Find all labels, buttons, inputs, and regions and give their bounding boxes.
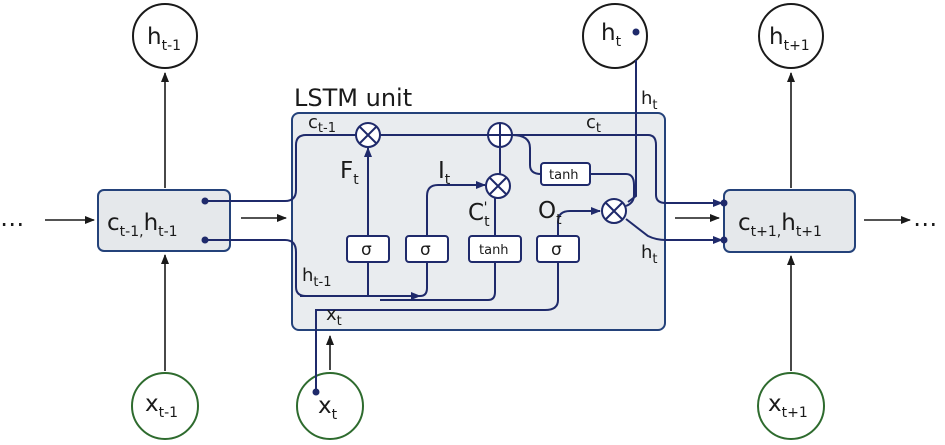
label-F-t: Ft xyxy=(340,158,359,188)
node-h-cur-label: ht xyxy=(601,20,622,50)
multiply-output-op xyxy=(601,198,627,224)
label-C-t: Ct' xyxy=(468,200,490,230)
outer-arrows xyxy=(45,72,911,371)
gate-sigma-forget-label: σ xyxy=(361,240,372,260)
gate-sigma-input xyxy=(405,235,449,263)
node-h-prev xyxy=(132,3,198,69)
gate-sigma-input-label: σ xyxy=(420,240,431,260)
label-h-out-bottom: ht xyxy=(641,242,658,267)
label-I-t: It xyxy=(438,158,451,188)
cell-right xyxy=(723,189,856,253)
gate-sigma-output-label: σ xyxy=(551,240,562,260)
node-x-next-label: xt+1 xyxy=(768,391,808,421)
node-x-prev-label: xt-1 xyxy=(145,391,178,421)
node-x-prev xyxy=(131,372,199,440)
label-x-t: xt xyxy=(326,304,342,329)
add-op xyxy=(487,122,513,148)
internal-wiring xyxy=(205,60,723,392)
multiply-input-op xyxy=(485,173,511,199)
multiply-forget-op xyxy=(355,122,381,148)
gate-tanh-candidate-label: tanh xyxy=(479,243,509,258)
label-h-out-top: ht xyxy=(641,88,658,113)
node-x-next xyxy=(757,372,825,440)
label-O-t: Ot xyxy=(538,198,562,228)
node-x-cur xyxy=(296,372,364,440)
ellipsis-right: ⋯ xyxy=(913,210,937,238)
connection-dots xyxy=(201,28,728,396)
cell-left xyxy=(97,189,231,252)
cell-left-label: ct-1,ht-1 xyxy=(107,210,178,240)
gate-sigma-forget xyxy=(346,235,390,263)
node-h-next xyxy=(758,3,824,69)
cell-right-label: ct+1,ht+1 xyxy=(738,210,822,240)
node-x-cur-label: xt xyxy=(318,393,338,423)
label-c-t: ct xyxy=(586,112,601,136)
gate-tanh-cell-label: tanh xyxy=(549,168,579,183)
lstm-unit-title: LSTM unit xyxy=(294,84,412,112)
ellipsis-left: ⋯ xyxy=(0,210,24,238)
node-h-cur xyxy=(582,3,648,69)
node-h-prev-label: ht-1 xyxy=(147,24,181,54)
label-h-prev: ht-1 xyxy=(302,265,331,290)
gate-tanh-candidate xyxy=(468,235,522,263)
gate-sigma-output xyxy=(536,235,580,263)
label-c-prev: ct-1 xyxy=(308,112,336,136)
node-h-next-label: ht+1 xyxy=(769,24,810,54)
gate-tanh-cell xyxy=(540,162,591,186)
